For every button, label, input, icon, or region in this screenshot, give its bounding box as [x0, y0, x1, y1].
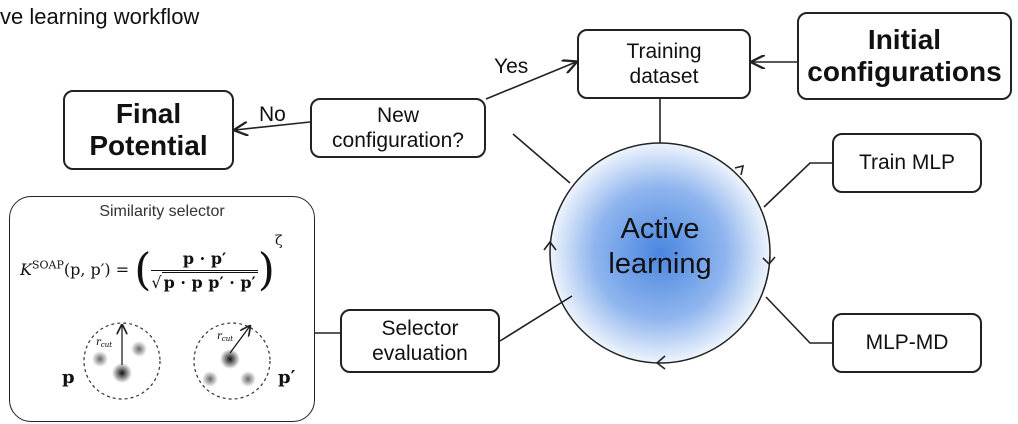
active-learning-line2: learning: [608, 247, 712, 280]
training-dataset-line1: Training: [626, 39, 702, 63]
rcut-right: r: [217, 331, 223, 342]
cycle-arrow-left: [543, 240, 557, 251]
formula-numerator: p · p′: [151, 249, 258, 271]
initial-configurations-line1: Initial: [867, 23, 942, 55]
new-configuration-node: New configuration?: [310, 98, 486, 158]
new-configuration-line1: New: [376, 103, 419, 127]
edge-circle-to-train: [763, 162, 832, 208]
train-mlp-node: Train MLP: [832, 133, 982, 193]
env-label-p: p: [62, 367, 75, 388]
edge-yes: [485, 62, 576, 100]
final-potential-line2: Potential: [89, 130, 208, 161]
training-dataset-node: Training dataset: [577, 29, 751, 99]
edge-circle-to-selector: [499, 295, 573, 342]
cycle-arrow-bottom: [655, 355, 666, 370]
mlp-md-node: MLP-MD: [832, 313, 982, 373]
final-potential-line1: Final: [115, 97, 182, 129]
formula-superscript: SOAP: [31, 258, 64, 272]
edge-no: [235, 121, 311, 130]
soap-kernel-formula: KSOAP(p, p′) = (p · p′√p · p p′ · p′)ζ: [20, 233, 283, 296]
svg-text:rcut: rcut: [96, 337, 112, 349]
train-mlp-label: Train MLP: [858, 151, 956, 175]
no-label: No: [259, 103, 286, 126]
formula-denominator: p · p p′ · p′: [161, 272, 258, 292]
final-potential-node: Final Potential: [63, 90, 234, 170]
yes-label: Yes: [494, 55, 529, 78]
cycle-arrow-right: [762, 256, 776, 266]
edge-circle-to-mlpmd: [765, 296, 832, 344]
env-label-p-prime: p′: [278, 367, 296, 388]
selector-evaluation-line2: evaluation: [372, 342, 468, 365]
mlp-md-label: MLP-MD: [865, 331, 949, 355]
selector-evaluation-node: Selector evaluation: [340, 309, 500, 373]
training-dataset-line2: dataset: [629, 65, 699, 88]
initial-configurations-node: Initial configurations: [797, 12, 1012, 100]
initial-configurations-line2: configurations: [807, 56, 1002, 87]
rcut-right-sub: cut: [222, 335, 233, 343]
formula-exponent: ζ: [274, 233, 283, 249]
active-learning-line1: Active: [620, 213, 700, 245]
similarity-selector-panel: Similarity selector KSOAP(p, p′) = (p · …: [9, 196, 315, 422]
rcut-left-sub: cut: [101, 341, 112, 349]
active-learning-label: Active learning: [555, 212, 765, 282]
atomic-environments-illustration: rcut rcut: [83, 322, 271, 400]
selector-evaluation-line1: Selector: [381, 316, 459, 340]
similarity-selector-title: Similarity selector: [99, 203, 225, 220]
rcut-left: r: [96, 337, 102, 348]
edge-circle-to-newconfig: [512, 133, 571, 184]
svg-text:rcut: rcut: [217, 331, 233, 343]
formula-args: (p, p′) =: [63, 260, 130, 279]
new-configuration-line2: configuration?: [332, 129, 464, 152]
formula-k: K: [20, 260, 32, 279]
diagram-title: ve learning workflow: [0, 4, 200, 29]
cycle-arrow-top: [734, 164, 745, 176]
